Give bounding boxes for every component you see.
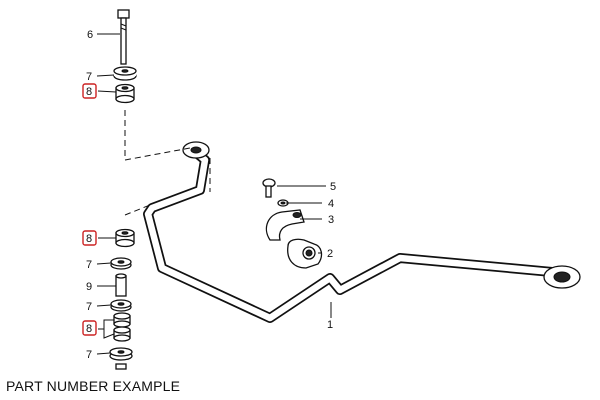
callout-9[interactable]: 9	[86, 281, 92, 293]
callout-7[interactable]: 7	[86, 259, 92, 271]
diagram-caption: PART NUMBER EXAMPLE	[6, 378, 181, 394]
callout-highlight-8-middle	[82, 230, 97, 246]
callout-8[interactable]: 8	[86, 86, 92, 98]
callout-5[interactable]: 5	[330, 181, 336, 193]
callout-2[interactable]: 2	[327, 248, 333, 260]
callout-4[interactable]: 4	[328, 198, 334, 210]
callout-8[interactable]: 8	[86, 323, 92, 335]
callout-1[interactable]: 1	[327, 319, 333, 331]
callout-7[interactable]: 7	[86, 301, 92, 313]
leader-lines	[96, 33, 332, 355]
washer-lower-3	[109, 347, 133, 361]
callout-7[interactable]: 7	[86, 349, 92, 361]
bushing-upper	[115, 83, 135, 104]
callout-highlight-8-lower	[82, 320, 97, 336]
callout-3[interactable]: 3	[328, 214, 334, 226]
bar-bushing	[287, 238, 323, 269]
assembly-guides	[124, 110, 211, 216]
washer-lower-1	[110, 257, 132, 270]
washer-upper	[113, 66, 137, 81]
callout-7[interactable]: 7	[86, 71, 92, 83]
washer-lower-2	[110, 299, 132, 312]
callout-8[interactable]: 8	[86, 233, 92, 245]
clamp-bolt	[262, 178, 276, 198]
bushing-lower-pair	[113, 312, 131, 342]
spacer-sleeve	[115, 273, 127, 297]
stabilizer-bar	[143, 141, 581, 323]
clamp-bracket	[265, 209, 305, 241]
nut-lower	[115, 363, 127, 370]
callout-highlight-8-upper	[82, 83, 97, 99]
bolt-part	[117, 9, 130, 65]
callout-6[interactable]: 6	[87, 29, 93, 41]
bushing-lower-top	[115, 228, 135, 248]
